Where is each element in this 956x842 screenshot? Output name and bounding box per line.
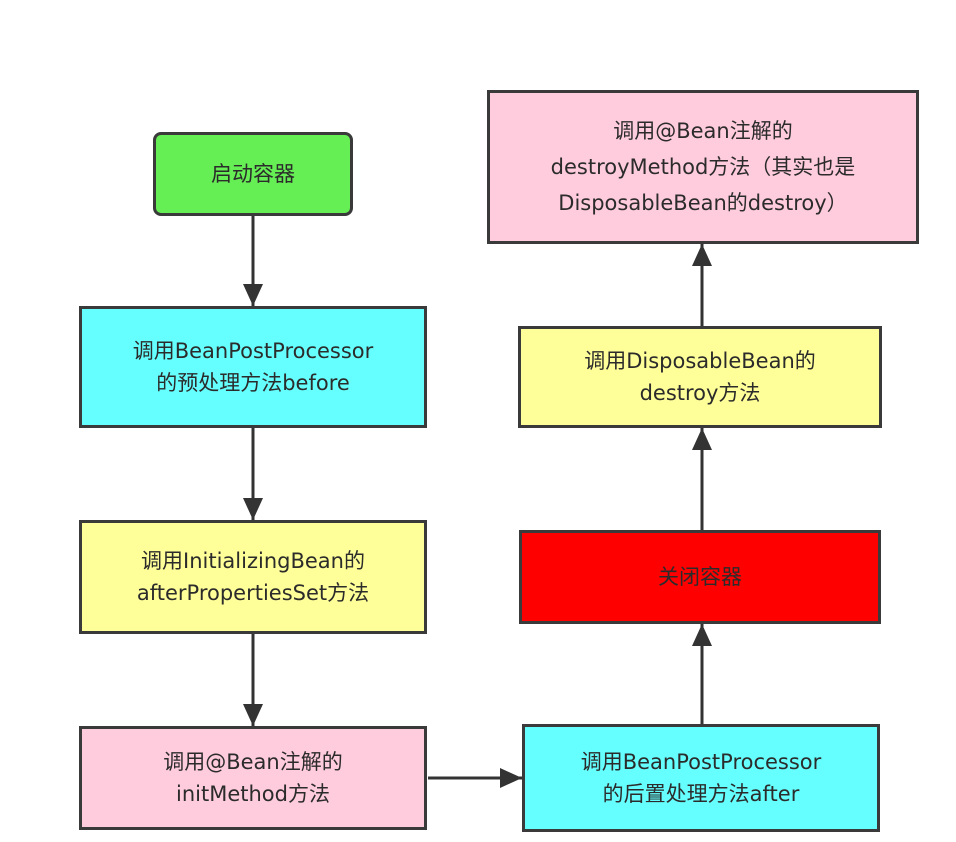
arrowhead-init-method-to-bpp-after: [500, 768, 522, 788]
initializing-bean-node: 调用InitializingBean的 afterPropertiesSet方法: [79, 520, 427, 634]
arrowhead-init-bean-to-init-method: [243, 704, 263, 726]
init-method-node: 调用@Bean注解的 initMethod方法: [79, 726, 427, 830]
destroy-method-node: 调用@Bean注解的 destroyMethod方法（其实也是 Disposab…: [487, 90, 919, 244]
disposable-destroy-node: 调用DisposableBean的 destroy方法: [518, 326, 882, 428]
arrowhead-close-to-disposable-destroy: [692, 428, 712, 450]
bpp-after-node: 调用BeanPostProcessor 的后置处理方法after: [522, 724, 880, 832]
arrowhead-start-to-bpp-before: [243, 284, 263, 306]
start-container-node: 启动容器: [153, 132, 353, 216]
arrowhead-bpp-after-to-close: [692, 624, 712, 646]
bpp-before-node: 调用BeanPostProcessor 的预处理方法before: [79, 306, 427, 428]
close-container-node: 关闭容器: [519, 530, 881, 624]
arrowhead-disposable-to-destroy-method: [692, 244, 712, 266]
arrowhead-bpp-before-to-init-bean: [243, 498, 263, 520]
